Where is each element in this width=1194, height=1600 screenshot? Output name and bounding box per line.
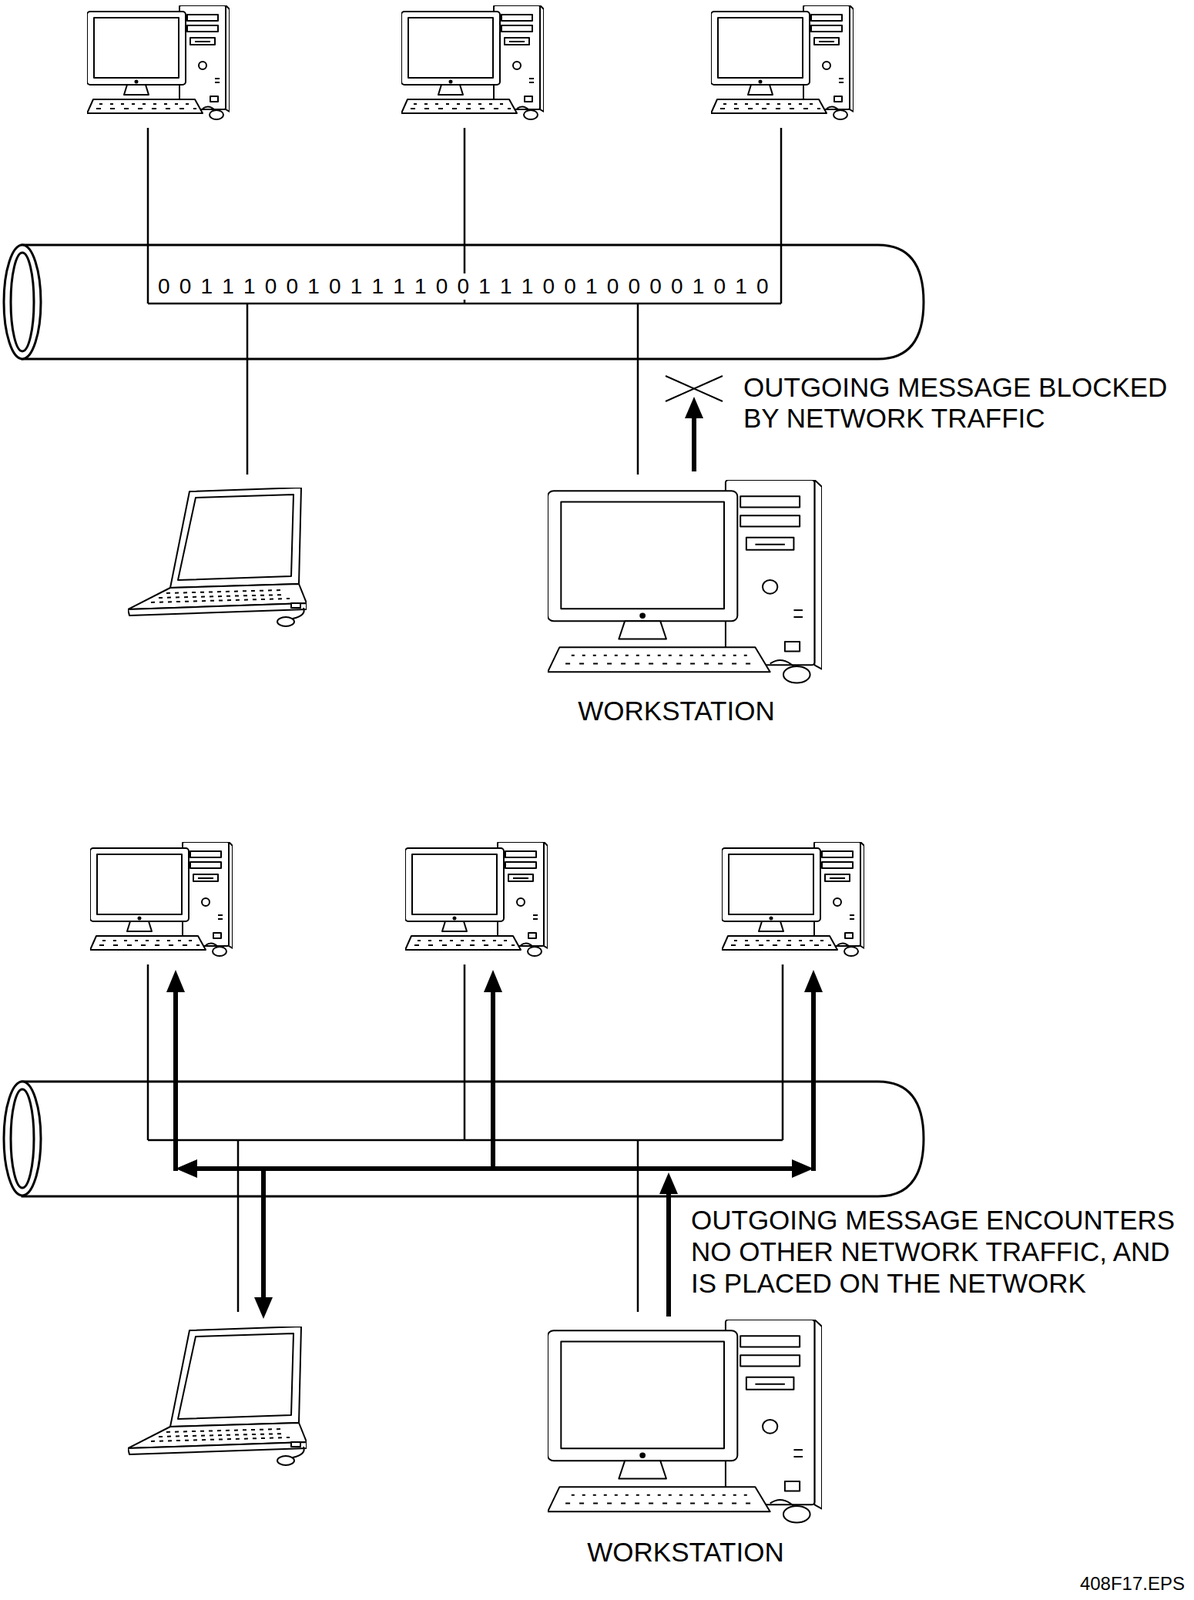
bus-wires bbox=[147, 302, 782, 306]
arrowheads bbox=[804, 969, 823, 993]
blocked-arrow bbox=[684, 396, 704, 419]
arrowheads bbox=[483, 969, 503, 993]
laptop-computer bbox=[127, 1326, 307, 1466]
arrowheads bbox=[175, 1159, 198, 1178]
arrowheads bbox=[791, 1159, 814, 1178]
desktop-computer bbox=[90, 841, 233, 956]
message-arrows bbox=[811, 989, 816, 1171]
bus-wires bbox=[246, 303, 249, 475]
message-arrows bbox=[173, 989, 178, 1171]
message-arrows bbox=[666, 1190, 671, 1317]
bus-pipe bbox=[10, 252, 34, 352]
bus-pipe bbox=[3, 244, 41, 359]
bus-wires bbox=[463, 964, 467, 1141]
arrowheads bbox=[166, 969, 823, 1319]
blocked-arrow bbox=[665, 375, 723, 402]
bit-stream: 0 0 1 1 1 0 0 1 0 1 1 1 1 0 0 1 1 1 0 0 … bbox=[156, 273, 772, 300]
arrowheads bbox=[254, 1297, 273, 1319]
desktop-computer bbox=[401, 5, 544, 120]
figure-id: 408F17.EPS bbox=[1030, 1572, 1185, 1595]
laptop-computer bbox=[127, 487, 307, 627]
bus-pipe bbox=[3, 1081, 41, 1196]
bus-wires bbox=[147, 127, 782, 475]
bus-wires bbox=[780, 127, 783, 304]
bus-wires bbox=[637, 1140, 640, 1312]
bus-wires bbox=[147, 127, 150, 304]
bus-wires bbox=[147, 964, 783, 1312]
workstation-computer bbox=[547, 1319, 822, 1523]
message-arrows bbox=[175, 989, 814, 1317]
bottom-panel bbox=[3, 841, 924, 1523]
top-panel bbox=[3, 5, 924, 683]
blocked-arrow bbox=[665, 375, 723, 472]
desktop-computer bbox=[721, 841, 865, 956]
bus-pipe bbox=[22, 244, 924, 359]
bus-wires bbox=[237, 1140, 240, 1312]
arrowheads bbox=[659, 1172, 678, 1194]
message-arrows bbox=[261, 1168, 266, 1301]
blocked-arrow bbox=[665, 375, 723, 402]
device-label: WORKSTATION bbox=[548, 1536, 823, 1568]
desktop-computer bbox=[405, 841, 548, 956]
message-arrows bbox=[490, 989, 496, 1171]
workstation-computer bbox=[547, 479, 822, 683]
callout-note: OUTGOING MESSAGE BLOCKED BY NETWORK TRAF… bbox=[743, 372, 1183, 434]
bus-wires bbox=[147, 964, 150, 1141]
device-label: WORKSTATION bbox=[539, 695, 814, 727]
blocked-arrow bbox=[691, 414, 697, 472]
desktop-computer bbox=[711, 5, 854, 120]
bus-wires bbox=[637, 303, 640, 475]
arrowheads bbox=[166, 969, 185, 993]
bus-pipe bbox=[10, 1089, 34, 1188]
bus-wires bbox=[147, 1139, 783, 1142]
desktop-computer bbox=[87, 5, 230, 120]
bus-wires bbox=[781, 964, 785, 1141]
callout-note: OUTGOING MESSAGE ENCOUNTERS NO OTHER NET… bbox=[690, 1204, 1184, 1299]
bus-pipe bbox=[22, 1081, 924, 1197]
